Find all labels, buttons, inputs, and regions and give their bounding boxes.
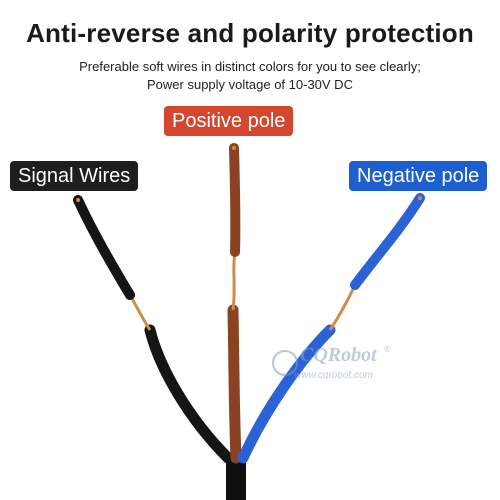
- negative-wire-upper: [350, 193, 425, 290]
- headline: Anti-reverse and polarity protection: [26, 18, 474, 48]
- cable-jacket: [226, 455, 246, 500]
- watermark-registered: ®: [384, 344, 391, 354]
- signal-wire-upper: [73, 195, 135, 300]
- signal-wire-tip: [76, 198, 80, 202]
- positive-wire-upper: [229, 143, 241, 257]
- watermark-url: www.cqrobot.com: [294, 370, 373, 381]
- watermark-brand: CQRobot: [300, 344, 377, 366]
- negative-wire-tip: [418, 196, 422, 200]
- negative-pole-label: Negative pole: [349, 161, 488, 191]
- subtitle-line-1: Preferable soft wires in distinct colors…: [79, 59, 421, 74]
- positive-wire-lower: [227, 304, 242, 464]
- subtitle-line-2: Power supply voltage of 10-30V DC: [147, 77, 353, 92]
- positive-wire-tip: [232, 146, 236, 150]
- positive-pole-label: Positive pole: [164, 106, 294, 136]
- negative-wire-copper: [328, 284, 357, 331]
- positive-wire-copper: [231, 251, 237, 311]
- signal-wire-copper: [128, 294, 152, 331]
- watermark: CQRobot ® www.cqrobot.com: [272, 344, 404, 388]
- negative-wire-lower: [237, 324, 336, 464]
- robot-logo-icon: [272, 350, 298, 376]
- signal-wires-label: Signal Wires: [10, 161, 139, 191]
- signal-wire-lower: [144, 324, 234, 464]
